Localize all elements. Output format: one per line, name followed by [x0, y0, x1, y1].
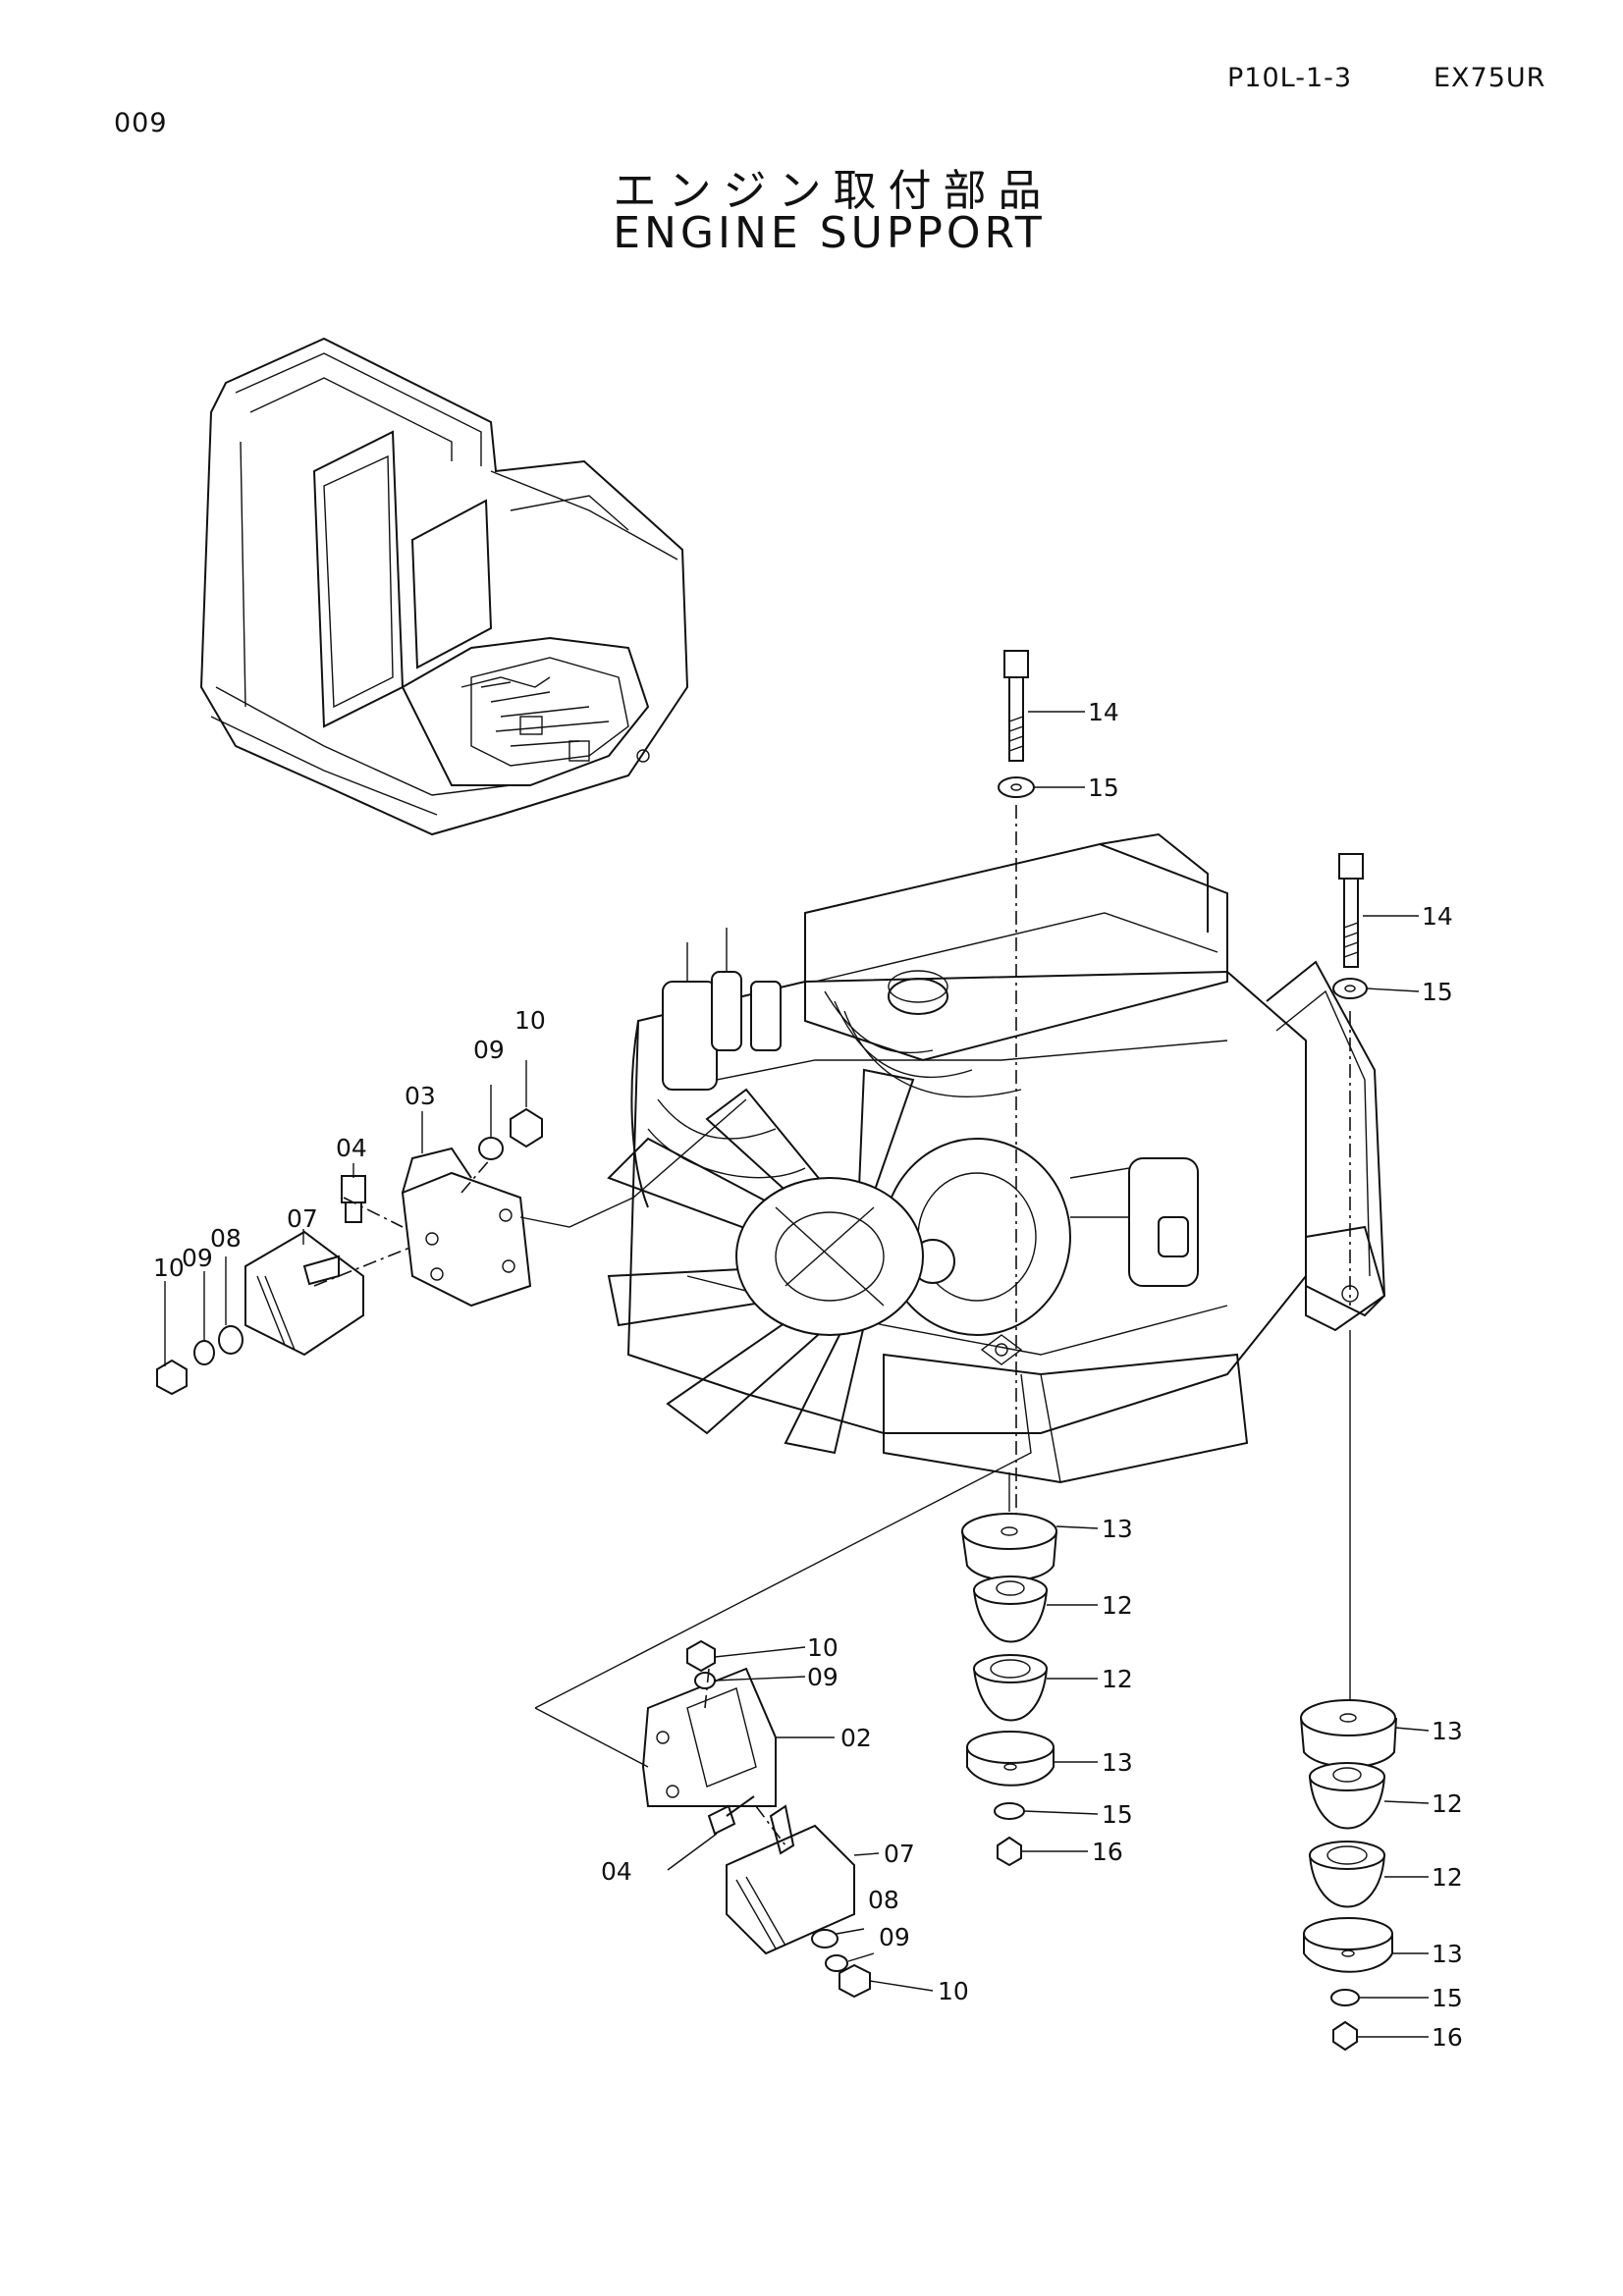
callout-15-center-bottom: 15	[1102, 1800, 1133, 1829]
callout-10-upper: 10	[514, 1006, 546, 1035]
callout-10-left: 10	[153, 1254, 185, 1282]
callout-08-lower: 08	[868, 1886, 899, 1914]
callout-13-center-top: 13	[1102, 1515, 1133, 1543]
callout-labels: 10 09 03 04 07 08 09 10 14 15 14 15 13 1…	[153, 698, 1463, 2052]
callout-15-center: 15	[1088, 774, 1119, 802]
callout-07-upper: 07	[287, 1204, 318, 1233]
callout-09-lower: 09	[879, 1923, 910, 1951]
callout-04-upper: 04	[336, 1134, 367, 1162]
callout-12-center-top: 12	[1102, 1591, 1133, 1620]
right-mount-stack	[1300, 853, 1430, 2052]
callout-09-lower-top: 09	[807, 1663, 839, 1691]
left-upper-mount-assembly	[156, 1060, 747, 1396]
engine-illustration	[607, 832, 1386, 1484]
page-number: 009	[114, 108, 168, 138]
callout-10-lower-top: 10	[807, 1633, 839, 1662]
center-mount-stack	[961, 650, 1099, 1867]
callout-09-left: 09	[182, 1244, 213, 1272]
callout-09-upper: 09	[473, 1036, 505, 1064]
callout-16-center: 16	[1092, 1838, 1123, 1866]
model-code: EX75UR	[1434, 63, 1546, 93]
callout-14-right: 14	[1422, 902, 1453, 931]
lower-left-mount-assembly	[534, 1373, 1032, 1999]
inset-engine-detail	[460, 657, 650, 767]
callout-13-right-bottom: 13	[1432, 1940, 1463, 1968]
callout-12-right-top: 12	[1432, 1789, 1463, 1818]
callout-16-right: 16	[1432, 2023, 1463, 2052]
reference-code: P10L-1-3	[1227, 63, 1353, 93]
callout-02: 02	[840, 1724, 872, 1752]
callout-08-upper: 08	[210, 1224, 242, 1253]
callout-13-center-bottom: 13	[1102, 1748, 1133, 1777]
callout-04-lower: 04	[601, 1857, 632, 1886]
callout-12-right-bottom: 12	[1432, 1863, 1463, 1892]
callout-03: 03	[405, 1082, 436, 1110]
engine-fan	[607, 1068, 924, 1455]
title-english: ENGINE SUPPORT	[613, 208, 1046, 258]
callout-12-center-bottom: 12	[1102, 1665, 1133, 1693]
callout-15-right-bottom: 15	[1432, 1984, 1463, 2012]
callout-07-lower: 07	[884, 1840, 915, 1868]
excavator-inset-illustration	[199, 337, 689, 836]
callout-10-lower: 10	[938, 1977, 969, 2005]
title-japanese: エンジン取付部品	[613, 166, 1054, 216]
callout-15-right: 15	[1422, 978, 1453, 1006]
callout-14-center: 14	[1088, 698, 1119, 726]
callout-13-right-top: 13	[1432, 1717, 1463, 1745]
